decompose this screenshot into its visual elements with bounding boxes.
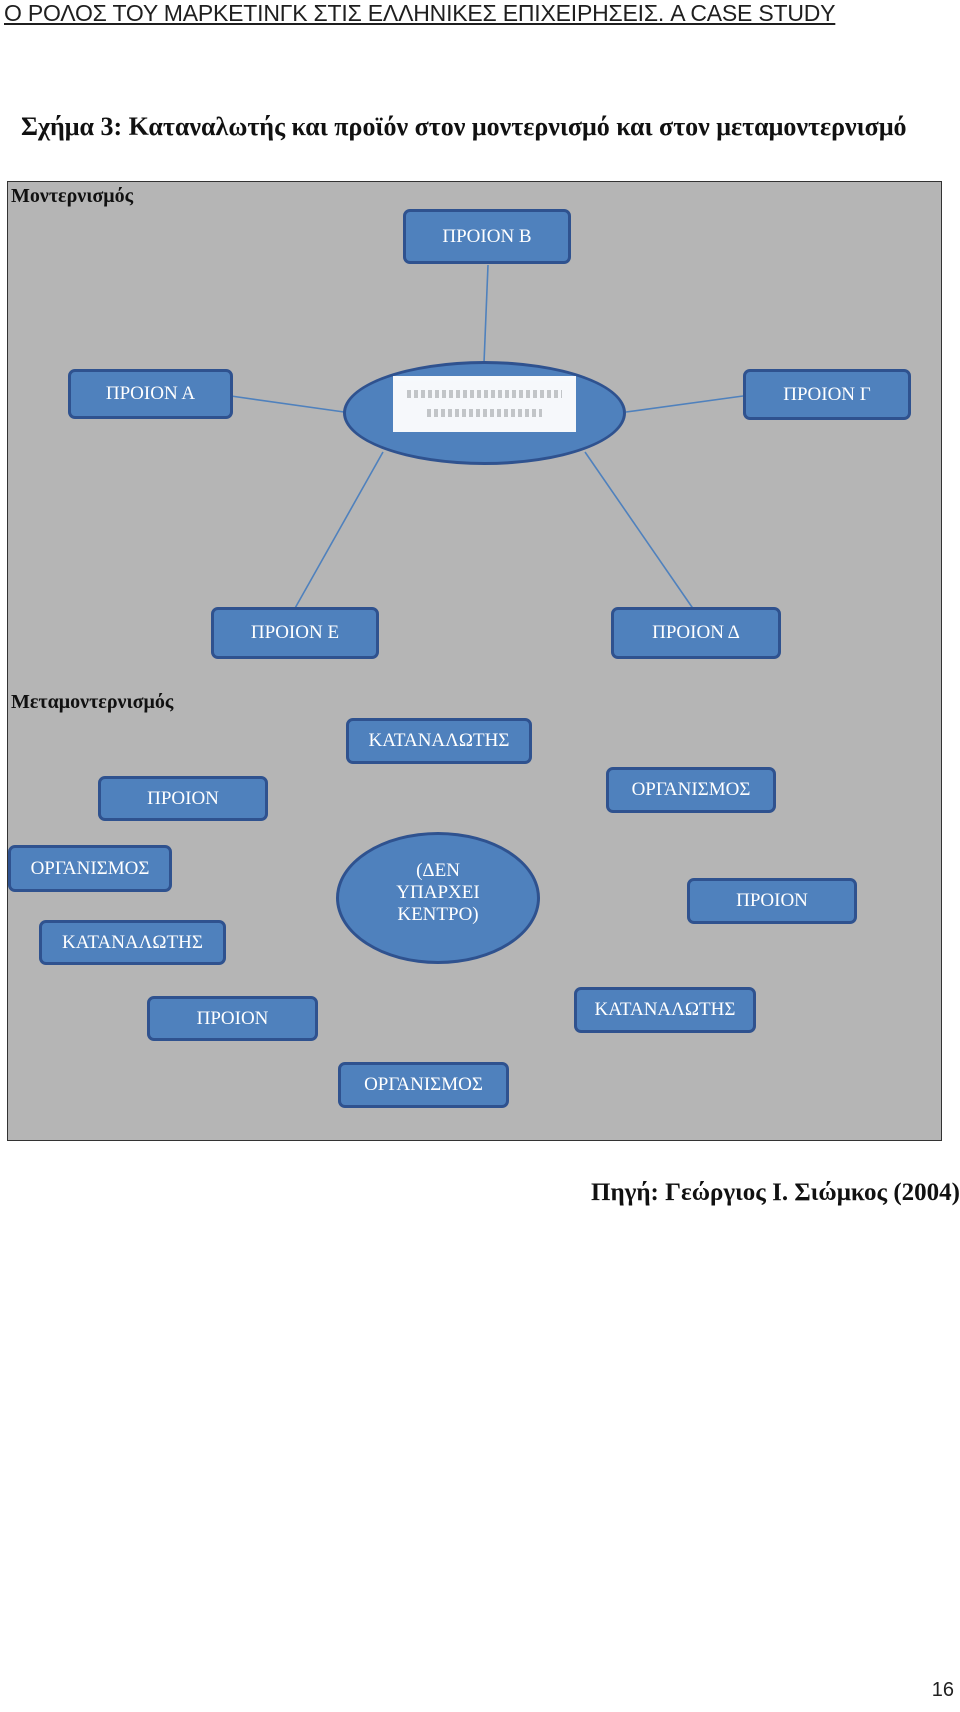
product-g-node: ΠΡΟΙΟΝ Γ — [743, 369, 911, 420]
no-center-ellipse: (ΔΕΝ ΥΠΑΡΧΕΙ ΚΕΝΤΡΟ) — [336, 832, 540, 964]
no-center-line-1: (ΔΕΝ — [416, 860, 460, 881]
illegible-center-label — [393, 376, 576, 432]
product-b-node: ΠΡΟΙΟΝ Β — [403, 209, 571, 264]
product-d-node: ΠΡΟΙΟΝ Δ — [611, 607, 781, 659]
connector-a — [230, 395, 345, 413]
postmodernism-label: Μεταμοντερνισμός — [11, 691, 174, 713]
organism-left-node: ΟΡΓΑΝΙΣΜΟΣ — [8, 845, 172, 892]
consumer-top-node: ΚΑΤΑΝΑΛΩΤΗΣ — [346, 718, 532, 764]
no-center-line-3: ΚΕΝΤΡΟ) — [397, 904, 479, 925]
product-e-node: ΠΡΟΙΟΝ Ε — [211, 607, 379, 659]
diagram-panel: Μοντερνισμός ΠΡΟΙΟΝ Β ΠΡΟΙΟΝ Α ΠΡΟΙΟΝ Γ … — [7, 181, 942, 1141]
product-right-node: ΠΡΟΙΟΝ — [687, 878, 857, 924]
no-center-line-2: ΥΠΑΡΧΕΙ — [396, 882, 480, 903]
modernism-label: Μοντερνισμός — [11, 185, 134, 207]
organism-bottom-node: ΟΡΓΑΝΙΣΜΟΣ — [338, 1062, 509, 1108]
connector-e — [293, 451, 384, 611]
connector-g — [625, 395, 744, 413]
connector-b — [483, 264, 489, 364]
page-number: 16 — [931, 1679, 954, 1701]
figure-title: Σχήμα 3: Καταναλωτής και προϊόν στον μον… — [21, 112, 907, 141]
product-a-node: ΠΡΟΙΟΝ Α — [68, 369, 233, 419]
consumer-left-node: ΚΑΤΑΝΑΛΩΤΗΣ — [39, 920, 226, 965]
consumer-right-node: ΚΑΤΑΝΑΛΩΤΗΣ — [574, 987, 756, 1033]
connector-d — [584, 451, 695, 611]
source-citation: Πηγή: Γεώργιος Ι. Σιώμκος (2004) — [591, 1179, 960, 1206]
organism-right-node: ΟΡΓΑΝΙΣΜΟΣ — [606, 767, 776, 813]
page-header: Ο ΡΟΛΟΣ ΤΟΥ ΜΑΡΚΕΤΙΝΓΚ ΣΤΙΣ ΕΛΛΗΝΙΚΕΣ ΕΠ… — [4, 0, 836, 26]
product-left-node: ΠΡΟΙΟΝ — [98, 776, 268, 821]
product-bottom-node: ΠΡΟΙΟΝ — [147, 996, 318, 1041]
connectors — [230, 264, 744, 611]
